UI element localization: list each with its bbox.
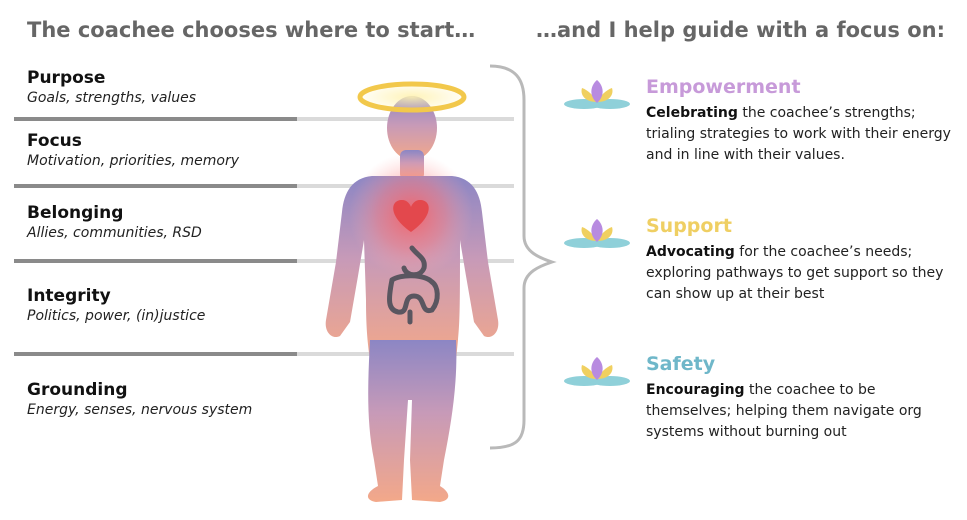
level-integrity: Integrity Politics, power, (in)justice — [27, 286, 205, 324]
level-subtitle: Motivation, priorities, memory — [27, 153, 240, 169]
left-heading: The coachee chooses where to start… — [27, 18, 476, 42]
halo-glow — [354, 81, 470, 113]
lotus-icon — [564, 80, 630, 109]
halo-ring — [357, 81, 467, 113]
lotus-icon — [564, 219, 630, 248]
level-subtitle: Politics, power, (in)justice — [27, 308, 206, 324]
focus-description: Encouraging the coachee to be themselves… — [646, 382, 922, 440]
focus-title: Safety — [646, 353, 716, 375]
level-title: Grounding — [27, 380, 128, 400]
focus-description: Advocating for the coachee’s needs; expl… — [646, 244, 944, 302]
lotus-icon — [564, 357, 630, 386]
bracket — [489, 64, 557, 450]
level-belonging: Belonging Allies, communities, RSD — [27, 203, 202, 241]
level-purpose: Purpose Goals, strengths, values — [27, 68, 196, 106]
focus-title: Support — [646, 215, 732, 237]
level-title: Belonging — [27, 203, 124, 223]
focus-title: Empowerment — [646, 76, 801, 98]
level-subtitle: Goals, strengths, values — [27, 90, 197, 106]
level-grounding: Grounding Energy, senses, nervous system — [27, 380, 252, 418]
level-title: Purpose — [27, 68, 106, 88]
focus-description: Celebrating the coachee’s strengths; tri… — [646, 105, 951, 163]
right-heading: …and I help guide with a focus on: — [536, 18, 946, 42]
level-title: Focus — [27, 131, 82, 151]
gut-icon — [387, 245, 440, 325]
body-figure — [325, 81, 499, 502]
level-subtitle: Allies, communities, RSD — [27, 225, 202, 241]
level-focus: Focus Motivation, priorities, memory — [27, 131, 239, 169]
level-subtitle: Energy, senses, nervous system — [27, 402, 253, 418]
level-title: Integrity — [27, 286, 111, 306]
heart-icon — [393, 200, 429, 232]
